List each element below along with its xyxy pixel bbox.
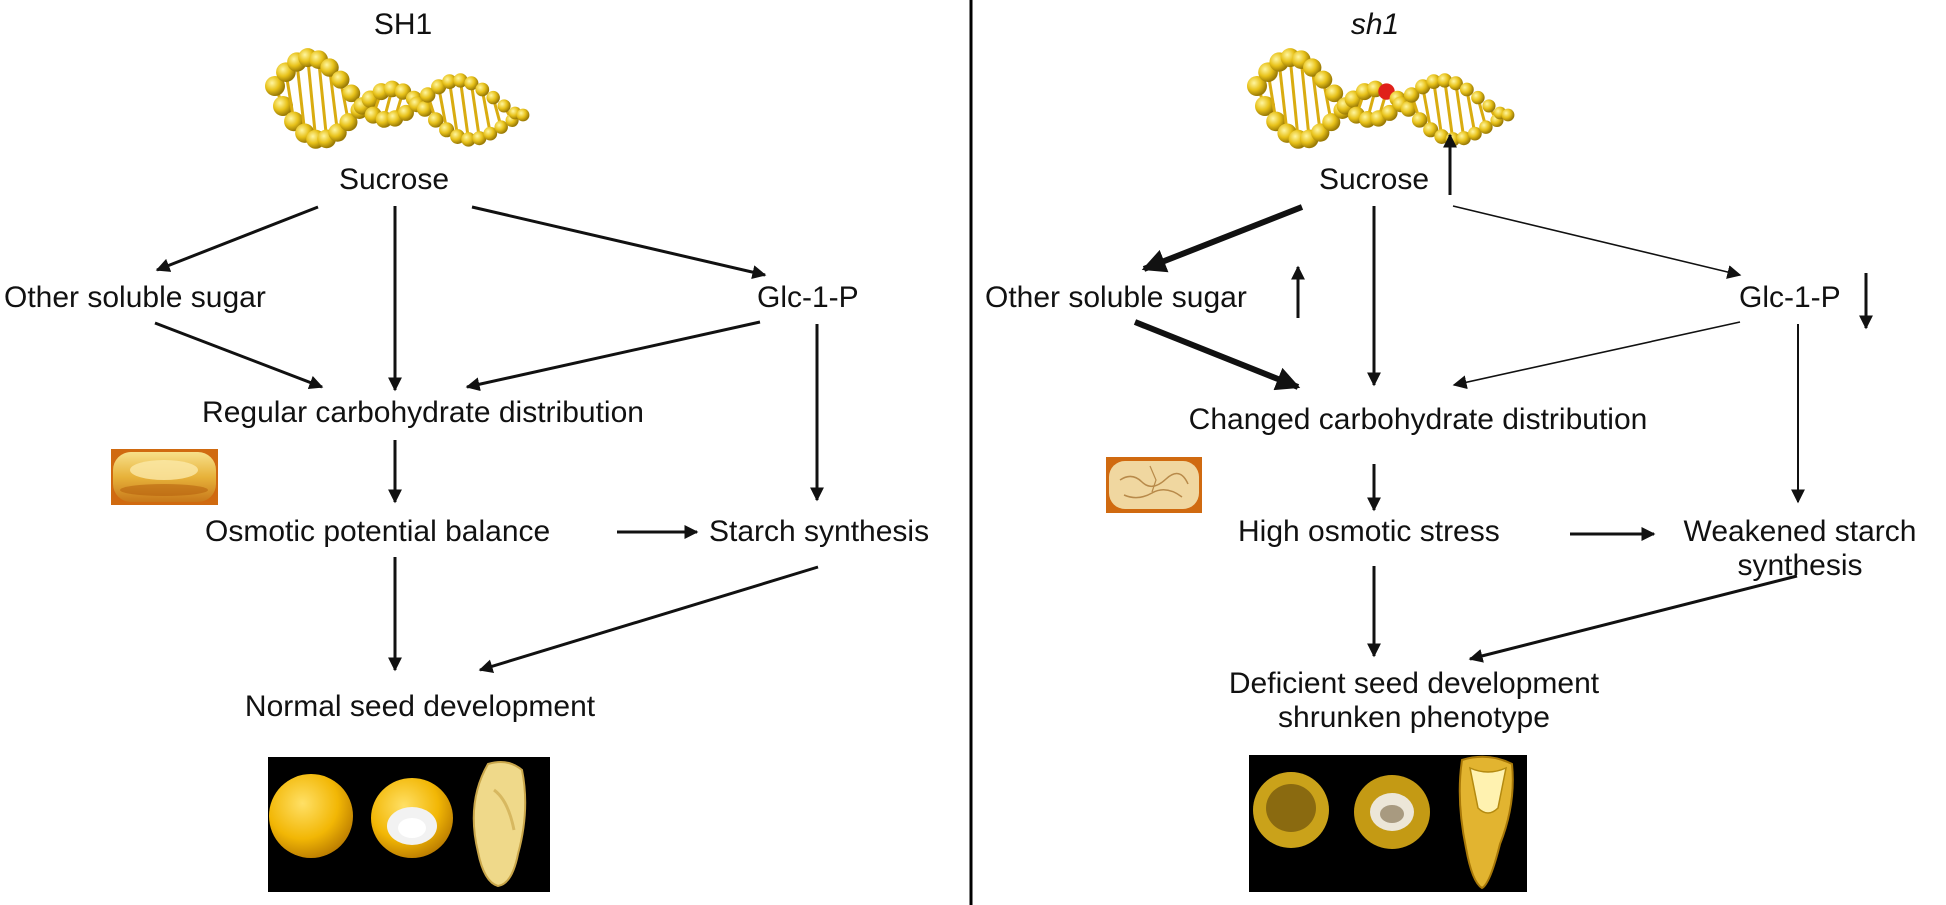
node-seed-right-line2: shrunken phenotype bbox=[1278, 701, 1550, 734]
arrow-starch-to-seed bbox=[1468, 574, 1798, 663]
shrunken-seed-photo bbox=[1249, 755, 1527, 892]
node-other-sugar-left: Other soluble sugar bbox=[4, 281, 266, 314]
node-other-sugar-right: Other soluble sugar bbox=[985, 281, 1247, 314]
gene-label-sh1: SH1 bbox=[373, 8, 433, 41]
level-indicators bbox=[1291, 133, 1873, 330]
node-seed-right-line1: Deficient seed development bbox=[1228, 667, 1600, 700]
gene-label-sh1-mutant: sh1 bbox=[1350, 8, 1400, 41]
dna-helix-left-icon bbox=[265, 48, 530, 149]
arrow-other-sugar-to-carb bbox=[154, 321, 324, 390]
node-seed-right: Deficient seed development shrunken phen… bbox=[1229, 667, 1599, 735]
node-glc1p-right: Glc-1-P bbox=[1739, 281, 1841, 314]
node-osmotic-right: High osmotic stress bbox=[1238, 515, 1500, 548]
node-starch-right-line1: Weakened starch bbox=[1683, 515, 1917, 548]
node-starch-left: Starch synthesis bbox=[709, 515, 930, 548]
normal-kernel-thumbnail bbox=[111, 449, 218, 505]
node-osmotic-left: Osmotic potential balance bbox=[205, 515, 551, 548]
arrow-glc1p-to-carb-thin bbox=[1452, 321, 1741, 390]
arrow-glc1p-to-carb bbox=[465, 320, 761, 392]
dna-helix-right-icon bbox=[1247, 48, 1515, 149]
arrow-other-sugar-to-carb-thick bbox=[1133, 319, 1301, 391]
node-starch-right: Weakened starch synthesis bbox=[1684, 515, 1917, 583]
shrunken-kernel-thumbnail bbox=[1106, 457, 1202, 513]
node-sucrose-left: Sucrose bbox=[338, 163, 450, 196]
left-arrows bbox=[154, 205, 824, 674]
node-starch-right-line2: synthesis bbox=[1737, 549, 1863, 582]
node-carb-distribution-right: Changed carbohydrate distribution bbox=[1188, 403, 1648, 436]
arrow-starch-to-seed bbox=[478, 565, 819, 674]
arrow-sucrose-to-glc1p-thin bbox=[1452, 205, 1742, 279]
node-carb-distribution-left: Regular carbohydrate distribution bbox=[202, 396, 644, 429]
right-arrows bbox=[1133, 204, 1805, 663]
node-glc1p-left: Glc-1-P bbox=[757, 281, 859, 314]
normal-seed-photo bbox=[268, 757, 550, 892]
arrow-sucrose-to-other-sugar bbox=[155, 205, 319, 272]
arrow-sucrose-to-other-sugar-thick bbox=[1141, 204, 1304, 273]
node-seed-left: Normal seed development bbox=[244, 690, 596, 723]
arrow-sucrose-to-glc1p bbox=[471, 205, 767, 279]
node-sucrose-right: Sucrose bbox=[1318, 163, 1430, 196]
